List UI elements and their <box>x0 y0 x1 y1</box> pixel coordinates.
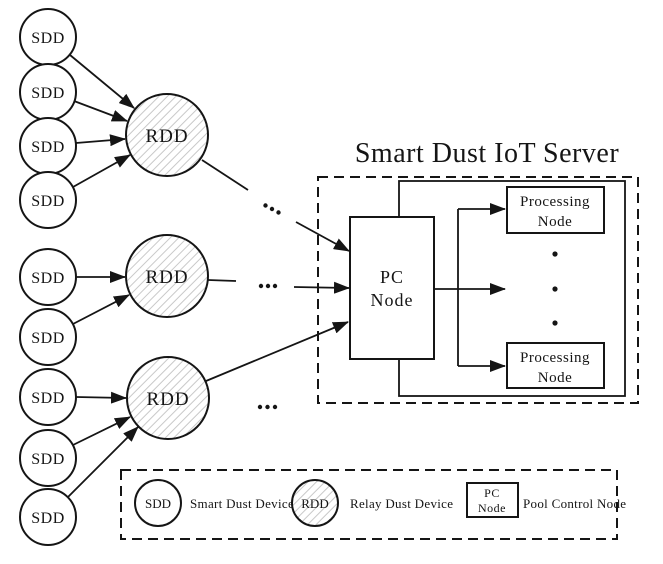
sdd1-rdd1-arrow <box>69 54 135 109</box>
legend-pc-label: Pool Control Node <box>523 496 626 511</box>
rdd-node: RDD <box>126 356 210 440</box>
sdd8-rdd3-arrow <box>72 416 131 446</box>
processing-node-label-line1: Processing <box>520 350 590 366</box>
ellipsis-dot <box>258 283 264 289</box>
sdd-circle <box>19 488 77 546</box>
sdd-node: SDD <box>19 171 77 229</box>
ellipsis-dot <box>552 286 558 292</box>
ellipsis-dot <box>552 251 558 257</box>
legend-item-rdd: RDD Relay Dust Device <box>291 479 453 527</box>
pc-node-label-line1: PC <box>380 267 404 287</box>
processing-node-top: Processing Node <box>506 186 605 234</box>
rdd-circle <box>125 93 209 177</box>
rdd1-pc-arrow <box>295 221 350 252</box>
legend-sdd-label: Smart Dust Device <box>190 496 294 511</box>
sdd-node: SDD <box>19 368 77 426</box>
pc-node-label-line2: Node <box>371 290 414 310</box>
ellipsis-dot <box>265 404 270 410</box>
sdd-node: SDD <box>19 248 77 306</box>
rdd-circle <box>125 234 209 318</box>
sdd6-rdd2-arrow <box>72 294 130 325</box>
processing-node-label-line2: Node <box>538 214 573 230</box>
rdd-to-pc-links <box>201 159 350 410</box>
processing-node-label-line2: Node <box>538 370 573 386</box>
rdd-label: RDD <box>145 126 188 147</box>
sdd-circle <box>19 308 77 366</box>
legend-box <box>120 469 618 540</box>
rdd2-pc-arrow <box>293 281 350 294</box>
processing-node-box <box>506 342 605 389</box>
sdd3-rdd1-arrow <box>75 134 126 147</box>
rdd-nodes: RDD RDD RDD <box>125 93 210 440</box>
server-boundary-box <box>317 176 639 404</box>
sdd7-rdd3-arrow <box>75 391 127 404</box>
ellipsis-dot <box>552 320 558 326</box>
sdd-label: SDD <box>31 85 65 102</box>
rdd-node: RDD <box>125 93 209 177</box>
sdd-label: SDD <box>31 451 65 468</box>
sdd-label: SDD <box>31 330 65 347</box>
sdd4-rdd1-arrow <box>72 154 131 188</box>
rdd1-link-segment <box>201 159 249 191</box>
ellipsis-dot <box>265 283 271 289</box>
processing-node-label-line1: Processing <box>520 194 590 210</box>
ellipsis-dot <box>257 404 263 410</box>
pc-node: PC Node <box>349 216 435 360</box>
legend-rdd-label: Relay Dust Device <box>350 496 453 511</box>
sdd-node: SDD <box>19 117 77 175</box>
sdd-label: SDD <box>31 390 65 407</box>
ellipsis-dot <box>272 404 278 410</box>
processing-node-bottom: Processing Node <box>506 342 605 389</box>
legend-pc-box <box>466 482 519 518</box>
ellipsis-dot <box>272 283 278 289</box>
legend-pc-symbol-line2: Node <box>478 501 506 515</box>
legend-sdd-circle <box>134 479 182 527</box>
sdd-node: SDD <box>19 429 77 487</box>
vertical-ellipsis <box>552 251 558 326</box>
sdd-circle <box>19 429 77 487</box>
rdd-label: RDD <box>146 389 189 410</box>
sdd-label: SDD <box>31 510 65 527</box>
sdd-label: SDD <box>31 139 65 156</box>
legend-item-pc: PC Node Pool Control Node <box>466 482 626 518</box>
legend-rdd-symbol-label: RDD <box>301 496 328 511</box>
rdd-circle <box>126 356 210 440</box>
legend-item-sdd: SDD Smart Dust Device <box>134 479 294 527</box>
rdd2-link-segment <box>207 279 237 282</box>
sdd-node: SDD <box>19 488 77 546</box>
rdd-label: RDD <box>145 267 188 288</box>
server-title: Smart Dust IoT Server <box>355 138 619 169</box>
sdd-label: SDD <box>31 270 65 287</box>
server-section: Smart Dust IoT Server PC Node Processing… <box>317 138 639 404</box>
ellipsis-dot <box>263 203 268 208</box>
ellipsis-dot <box>276 210 281 215</box>
rdd3-pc-arrow <box>205 321 349 382</box>
sdd-node: SDD <box>19 63 77 121</box>
legend: SDD Smart Dust Device RDD Relay Dust Dev… <box>120 469 626 540</box>
legend-sdd-symbol-label: SDD <box>145 496 171 511</box>
legend-rdd-circle <box>291 479 339 527</box>
processing-node-box <box>506 186 605 234</box>
rdd-node: RDD <box>125 234 209 318</box>
sdd-circle <box>19 248 77 306</box>
sdd-label: SDD <box>31 193 65 210</box>
sdd-circle <box>19 368 77 426</box>
sdd9-rdd3-arrow <box>67 426 139 498</box>
sdd-label: SDD <box>31 30 65 47</box>
sdd-to-rdd-arrows <box>67 54 139 498</box>
sdd-circle <box>19 171 77 229</box>
sdd-node: SDD <box>19 308 77 366</box>
sdd-node: SDD <box>19 8 77 66</box>
sdd-nodes: SDD SDD SDD SDD SDD SDD SDD SDD <box>19 8 77 546</box>
ellipsis-dot <box>269 206 275 212</box>
sdd2-rdd1-arrow <box>73 100 128 122</box>
legend-pc-symbol-line1: PC <box>484 486 500 500</box>
pc-node-box <box>349 216 435 360</box>
